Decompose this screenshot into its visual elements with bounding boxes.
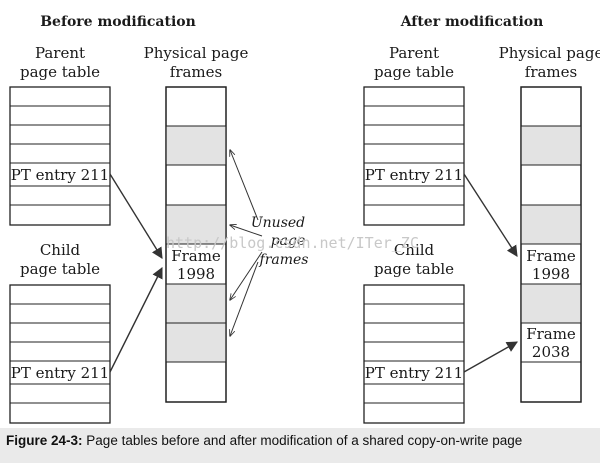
physical-frames: Frame 1998 [165,86,227,403]
unused-label-line2: page [271,233,306,249]
before-heading: Before modification [40,14,196,30]
pointer-unused-4 [230,261,259,336]
child-label-line1: Child [40,241,81,259]
child-pt-entry: PT entry 211 [11,364,109,382]
caption-bar [0,428,600,463]
parent-label-line1-after: Parent [389,44,439,62]
frame-1998-line1: Frame [171,247,221,265]
child-label-line2: page table [20,260,100,278]
frames-label-line1: Physical page [144,44,249,62]
arrow-parent-to-frame-1998 [463,173,518,257]
caption-text: Page tables before and after modificatio… [86,433,523,448]
copy-on-write-diagram: Before modification Parent page table Ph… [9,14,600,424]
parent-label-line1: Parent [35,44,85,62]
physical-frames-after: Frame 1998 Frame 2038 [520,86,582,403]
child-pt-entry-after: PT entry 211 [365,364,463,382]
parent-pt-entry-after: PT entry 211 [365,166,463,184]
parent-page-table-after: PT entry 211 [363,86,465,226]
frame-2038-line2: 2038 [532,343,570,361]
pointer-unused-1 [230,150,259,221]
child-page-table-after: PT entry 211 [363,284,465,424]
child-page-table: PT entry 211 [9,284,111,424]
child-label-line1-after: Child [394,241,435,259]
frames-label-line2-after: frames [525,63,577,81]
pointer-unused-3 [230,251,263,300]
arrow-child-to-frame-2038 [463,341,518,373]
after-heading: After modification [400,14,544,30]
parent-label-line2: page table [20,63,100,81]
unused-label-line3: frames [259,252,309,268]
watermark: http://blog.csdn.net/ITer_ZC [166,234,419,252]
pointer-unused-2 [230,225,263,237]
arrow-parent-to-frame [109,173,163,259]
frame-1998-line2-after: 1998 [532,265,570,283]
frame-1998-line1-after: Frame [526,247,576,265]
frames-label-line1-after: Physical page [499,44,600,62]
after-panel: After modification Parent page table Phy… [363,14,600,424]
parent-page-table: PT entry 211 [9,86,111,226]
parent-pt-entry: PT entry 211 [11,166,109,184]
before-panel: Before modification Parent page table Ph… [9,14,309,424]
unused-label-line1: Unused [251,215,305,231]
frames-label-line2: frames [170,63,222,81]
figure-caption: Figure 24-3: Page tables before and afte… [6,433,522,448]
parent-label-line2-after: page table [374,63,454,81]
frame-2038-line1: Frame [526,325,576,343]
caption-label: Figure 24-3: [6,433,83,448]
child-label-line2-after: page table [374,260,454,278]
frame-1998-line2: 1998 [177,265,215,283]
arrow-child-to-frame [109,266,163,373]
